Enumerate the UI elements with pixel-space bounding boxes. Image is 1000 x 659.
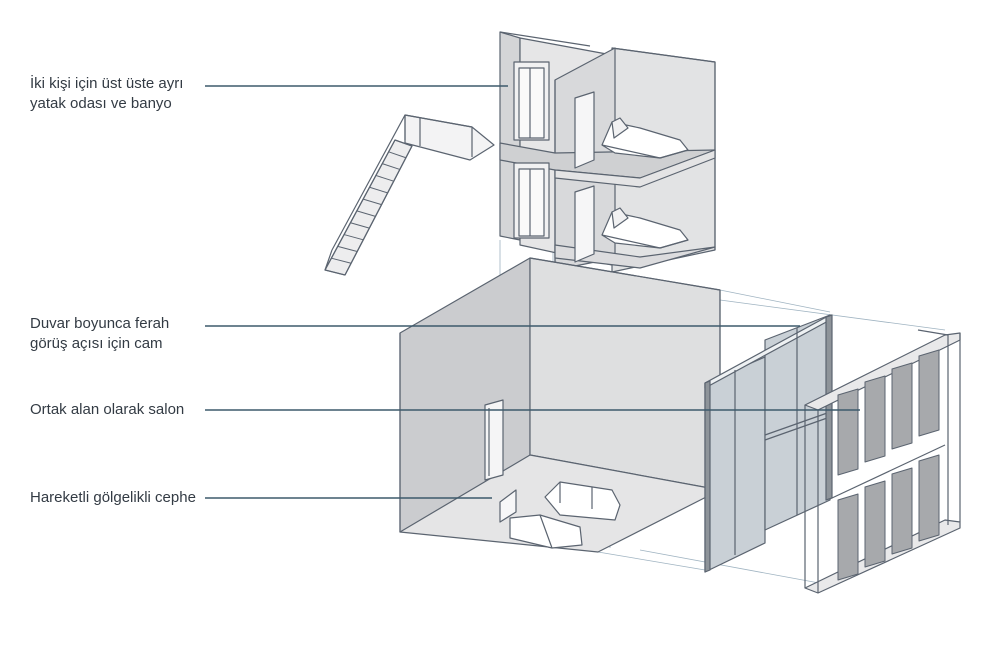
- stair-step: [324, 269, 346, 276]
- label-bedrooms-line-2: yatak odası ve banyo: [30, 95, 172, 112]
- stair-step: [331, 257, 352, 264]
- label-bedrooms-line-1: İki kişi için üst üste ayrı: [30, 75, 184, 92]
- shading-facade: [804, 329, 961, 594]
- shade-panel: [891, 467, 913, 555]
- stair-step: [363, 198, 382, 206]
- shade-panel: [837, 388, 859, 476]
- label-bedrooms: İki kişi için üst üste ayrı yatak odası …: [30, 74, 183, 114]
- label-glass-line-2: görüş açısı için cam: [30, 335, 163, 352]
- salon-box: [399, 257, 721, 553]
- stair-step: [375, 174, 394, 182]
- label-salon-line-1: Ortak alan olarak salon: [30, 401, 185, 418]
- label-glass: Duvar boyunca ferah görüş açısı için cam: [30, 314, 169, 354]
- shade-panel: [918, 454, 940, 542]
- shade-panel: [918, 349, 940, 437]
- stair-step: [343, 234, 364, 241]
- label-facade: Hareketli gölgelikli cephe: [30, 488, 196, 508]
- stair-step: [382, 163, 400, 170]
- bedroom-block: [499, 31, 716, 273]
- glass-wall: [704, 314, 833, 573]
- stair-step: [356, 210, 376, 217]
- stair-step: [337, 245, 358, 253]
- staircase: [324, 114, 495, 276]
- label-facade-line-1: Hareketli gölgelikli cephe: [30, 489, 196, 506]
- stair-step: [369, 186, 388, 194]
- label-glass-line-1: Duvar boyunca ferah: [30, 315, 170, 332]
- label-salon: Ortak alan olarak salon: [30, 400, 184, 420]
- shade-panel: [891, 362, 913, 450]
- stair-step: [388, 151, 407, 159]
- leader-lines: [205, 85, 860, 499]
- stair-step: [350, 222, 370, 229]
- shade-panel: [837, 493, 859, 581]
- shade-panel: [864, 375, 886, 463]
- stair-step: [394, 139, 413, 147]
- shade-panel: [864, 480, 886, 568]
